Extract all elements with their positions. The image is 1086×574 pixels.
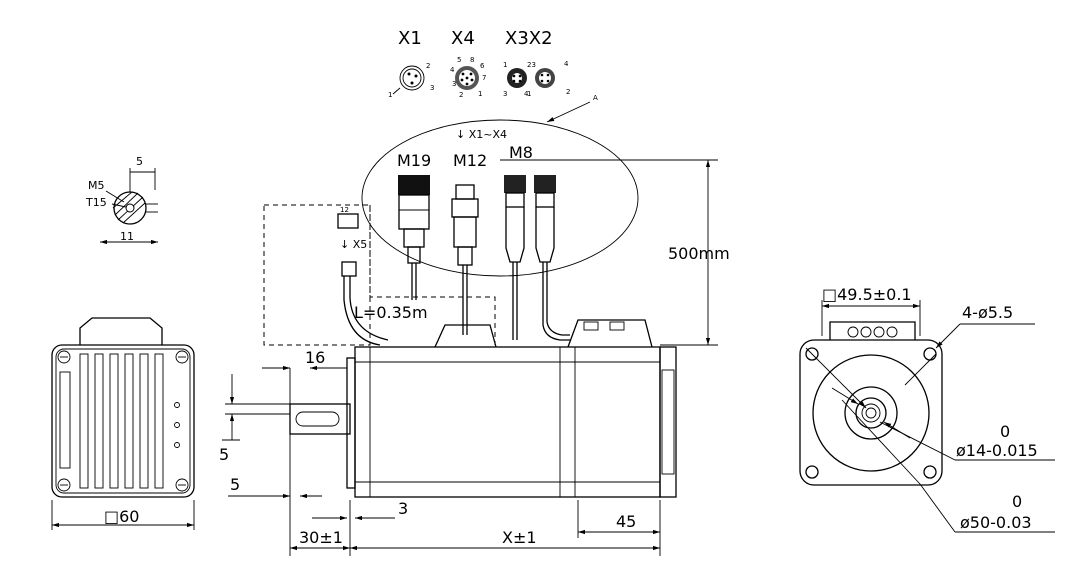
dim-length-x: X±1 [502,528,537,547]
shaft-section: 5 M5 T15 11 [85,155,158,245]
x1-pin2: 2 [426,62,430,70]
x5-label: ↓ X5 [340,238,367,251]
x4-pin8: 8 [470,56,474,64]
detail-ref-a: A [593,94,598,102]
shaft-width-5: 5 [136,155,143,168]
shaft-width-11: 11 [120,230,134,243]
label-m19: M19 [397,151,431,170]
flange-d14: ø14-0.015 [956,441,1038,460]
x4-pin5: 5 [457,56,461,64]
dim-30: 30±1 [299,528,343,547]
x2-pin2: 2 [566,88,570,96]
x3-pin4: 4 [524,90,529,98]
label-x4: X4 [451,28,475,49]
label-x1: X1 [398,28,422,49]
label-x3x2: X3X2 [505,28,553,49]
dim-5-horizontal: 5 [230,475,240,494]
x4-pin3: 3 [452,80,456,88]
x4-pin1: 1 [478,90,482,98]
flange-d50: ø50-0.03 [960,513,1032,532]
side-view: 16 5 5 3 30±1 X±1 45 [219,319,677,556]
flange-view: □49.5±0.1 4-ø5.5 0 ø14-0.015 0 ø50-0.03 [799,285,1055,533]
x1-pinout-icon [392,65,425,95]
flange-pcd-square: □49.5±0.1 [822,285,912,304]
x4-pinout-icon [455,66,479,90]
x4-pin6: 6 [480,62,485,70]
front-square-60: □60 [104,507,139,526]
dim-3: 3 [398,499,408,518]
flange-tol-50: 0 [1012,492,1022,511]
label-m8: M8 [509,143,533,162]
x5-header-label: 12 [340,206,349,214]
dim-5-vertical: 5 [219,445,229,464]
cable-length-label: L=0.35m [354,303,428,322]
label-m12: M12 [453,151,487,170]
x1-x4-arrow-label: ↓ X1~X4 [456,128,507,141]
x1-pin1: 1 [388,91,392,99]
x2-pin1: 1 [527,90,531,98]
heatsink-fins [79,353,164,489]
dim-16: 16 [305,348,325,367]
front-view: □60 [51,317,195,530]
m8-connector-b [534,175,570,341]
x3-pin1: 1 [503,61,507,69]
shaft-thread-m5: M5 [88,179,105,192]
x2-pinout-icon [535,68,555,88]
x5-dashed-box [263,204,371,346]
m8-connector-a [504,175,526,340]
x4-pin7: 7 [482,74,486,82]
flange-tol-14: 0 [1000,422,1010,441]
cable-length-dimension: 500mm [500,159,730,346]
dim-500mm-label: 500mm [668,244,730,263]
x4-pin4: 4 [450,66,455,74]
dim-45: 45 [616,512,636,531]
x3-pin23: 23 [527,61,536,69]
x4-pin2: 2 [459,91,463,99]
x1-pin3: 3 [430,84,434,92]
motor-body [354,346,661,498]
m19-connector [398,175,430,300]
shaft [289,403,351,435]
x3-pin3: 3 [503,90,507,98]
connector-pinout-group: X1 X4 X3X2 2 3 1 5 8 4 6 7 [388,28,598,123]
detail-ellipse [361,119,639,277]
x5-cable-detail: 12 ↓ X5 L=0.35m [263,204,496,346]
x2-pin4: 4 [564,60,569,68]
shaft-depth-t15: T15 [85,196,107,209]
connector-detail: ↓ X1~X4 M19 M12 M8 [361,119,639,341]
m12-connector [451,184,479,335]
x3-pinout-icon [507,68,527,88]
flange-holes: 4-ø5.5 [962,303,1013,322]
